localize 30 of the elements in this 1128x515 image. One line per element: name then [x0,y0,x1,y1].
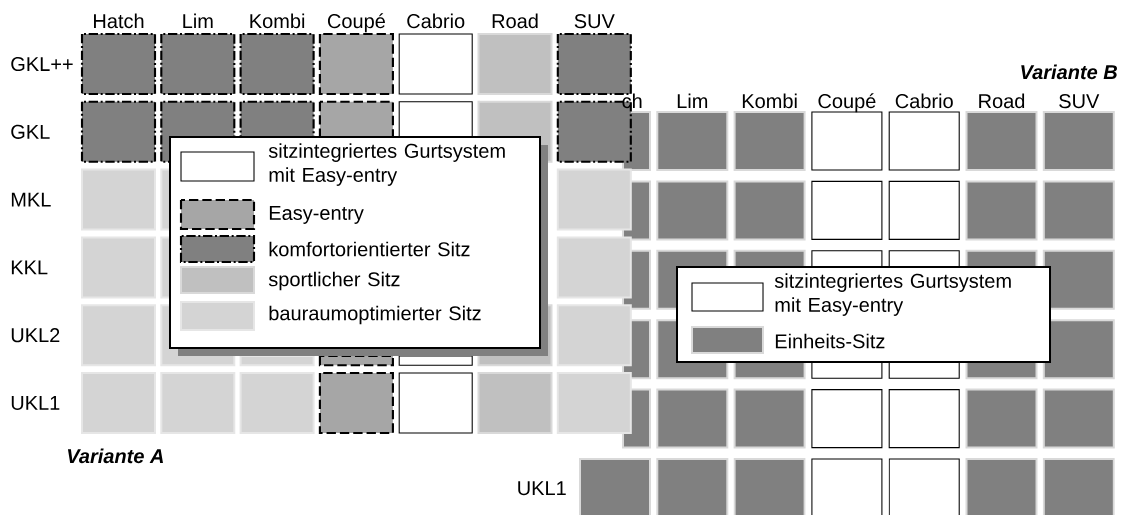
legend-text: sportlicher Sitz [268,271,400,291]
row-header: UKL1 [518,481,566,496]
row-header: MKL [11,192,51,207]
variant-title: Variante B [1021,64,1117,80]
column-header: Cabrio [407,13,465,29]
legend-text: bauraumoptimierter Sitz [269,305,481,325]
column-header: Lim [677,93,708,108]
column-header: Kombi [742,93,797,109]
row-header: UKL1 [11,396,60,410]
column-header: Road [492,13,538,29]
column-header: SUV [1059,94,1100,109]
variant-title: Variante A [67,448,163,464]
row-header: GKL [11,124,50,139]
legend-text: sitzintegriertes Gurtsystem mit Easy-entry [268,143,505,186]
column-header: Road [979,93,1025,109]
column-header: SUV [574,14,615,29]
row-header: KKL [11,260,48,275]
column-header: Cabrio [895,93,953,109]
column-header: Coupé [818,93,876,113]
legend-text: Einheits-Sitz [775,333,885,349]
row-header: GKL++ [11,56,73,72]
column-header: ch [622,93,642,109]
column-header: Hatch [94,13,144,29]
row-header: UKL2 [11,328,60,343]
column-header: Coupé [327,13,385,33]
legend-text: komfortorientierter Sitz [269,241,470,257]
column-header: Kombi [250,13,305,29]
column-header: Lim [183,13,213,28]
legend-text: Easy-entry [269,206,364,224]
legend-text: sitzintegriertes Gurtsystem mit Easy-entry [774,273,1011,316]
